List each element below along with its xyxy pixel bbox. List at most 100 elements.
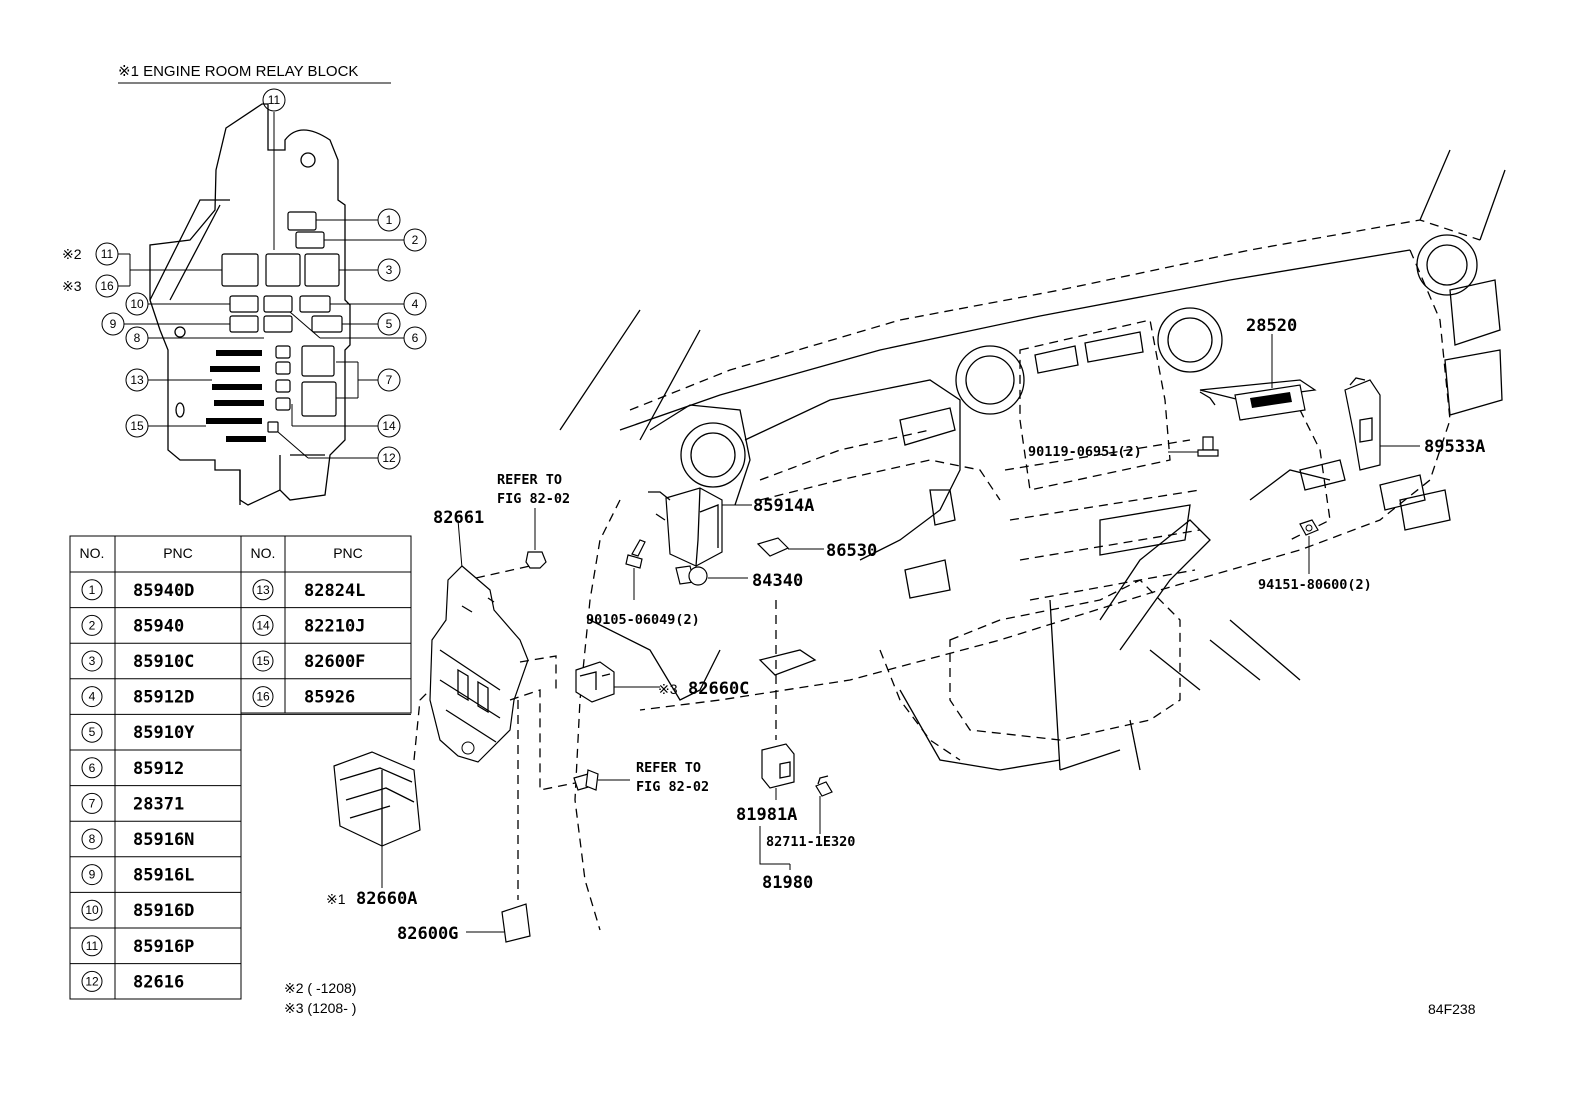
label-85914a: 85914A [753,496,814,516]
part-86530: 86530 [756,537,877,561]
figure-code: 84F238 [1428,1001,1476,1017]
instrument-panel-drawing [559,149,1506,931]
footnote-2: ※2 ( -1208) [284,980,356,996]
fuse-slot-10 [229,295,259,313]
label-81981a: 81981A [736,805,797,825]
svg-text:3: 3 [386,263,393,277]
label-81980: 81980 [762,873,813,893]
part-81981a-group: 81981A 82711-1E320 81980 [736,600,855,893]
mark-2: ※2 [62,246,82,262]
row-pnc: 85926 [304,688,355,708]
svg-text:16: 16 [100,279,114,293]
part-85914a: 85914A [648,487,814,567]
row-pnc: 85916N [133,830,194,850]
row-number: 12 [85,974,99,988]
row-pnc: 82600F [304,652,365,672]
row-pnc: 85916L [133,866,194,886]
relay-16 [221,253,259,287]
refer-to-fig-1: REFER TO FIG 82-02 [497,472,570,569]
col-header-no-left: NO. [80,545,105,561]
row-number: 6 [89,761,96,775]
row-number: 1 [89,583,96,597]
footnote-3: ※3 (1208- ) [284,1000,356,1016]
row-number: 16 [256,690,270,704]
svg-text:15: 15 [130,419,144,433]
housing-bottom-detail [239,454,325,505]
callout-12: 12 [377,446,401,470]
callout-11-top: 11 [262,88,286,112]
table-row: 5 85910Y [81,721,195,743]
row-number: 10 [85,903,99,917]
mark-82660a: ※1 [326,891,346,907]
row-number: 14 [256,618,270,632]
fuse-slot-9 [229,315,259,333]
callout-15: 15 [125,414,149,438]
svg-text:1: 1 [386,213,393,227]
callout-11-side: 11 [95,242,119,266]
relay-3a [265,253,301,287]
svg-text:11: 11 [268,93,281,107]
fuse-slot-8 [263,315,293,333]
part-28520: 28520 [1199,316,1317,421]
callout-6: 6 [403,326,427,350]
svg-text:7: 7 [386,373,393,387]
fuse-slot-1 [287,211,317,231]
mark-82660c: ※3 [658,681,678,697]
mounting-hole-small [174,326,186,338]
label-89533a: 89533A [1424,437,1485,457]
callout-1: 1 [377,208,401,232]
relay-block-housing [149,103,351,506]
callout-9: 9 [101,312,125,336]
svg-text:12: 12 [382,451,396,465]
row-pnc: 82824L [304,581,365,601]
part-89533a: 89533A [1344,377,1485,471]
row-number: 4 [89,690,96,704]
row-pnc: 82210J [304,616,365,636]
label-28520: 28520 [1246,316,1297,336]
callout-8: 8 [125,326,149,350]
callout-3: 3 [377,258,401,282]
row-pnc: 85910Y [133,723,195,743]
svg-text:6: 6 [412,331,419,345]
svg-text:FIG 82-02: FIG 82-02 [636,779,709,795]
mark-3: ※3 [62,278,82,294]
row-pnc: 28371 [133,794,184,814]
part-82600g: 82600G [397,700,531,944]
part-94151-nut: 94151-80600(2) [1258,519,1372,593]
table-row: 14 82210J [252,614,365,636]
mini-fuse-bank [206,345,291,442]
mounting-hole [300,152,316,168]
fuse-slot-5 [311,315,343,333]
table-row: 16 85926 [252,686,355,708]
relay-leader-lines [118,112,404,459]
callout-10: 10 [125,292,149,316]
table-row: 15 82600F [252,650,365,672]
label-82711: 82711-1E320 [766,834,855,850]
svg-text:13: 13 [130,373,144,387]
row-number: 15 [256,654,270,668]
housing-cable-arm [149,199,230,301]
callout-7: 7 [377,368,401,392]
label-82660c: 82660C [688,679,749,699]
part-84340: 84340 [675,565,803,591]
row-number: 7 [89,796,96,810]
row-number: 9 [89,868,96,882]
row-pnc: 85912 [133,759,184,779]
fuse-slot-2 [295,231,325,249]
row-number: 5 [89,725,96,739]
relay-block-inset: ※1 ENGINE ROOM RELAY BLOCK [62,63,427,506]
svg-text:5: 5 [386,317,393,331]
svg-text:FIG 82-02: FIG 82-02 [497,491,570,507]
row-number: 11 [86,939,99,953]
svg-text:14: 14 [382,419,396,433]
row-pnc: 85940 [133,616,184,636]
table-row: 6 85912 [81,757,184,779]
callout-4: 4 [403,292,427,316]
row-number: 3 [89,654,96,668]
label-84340: 84340 [752,571,803,591]
